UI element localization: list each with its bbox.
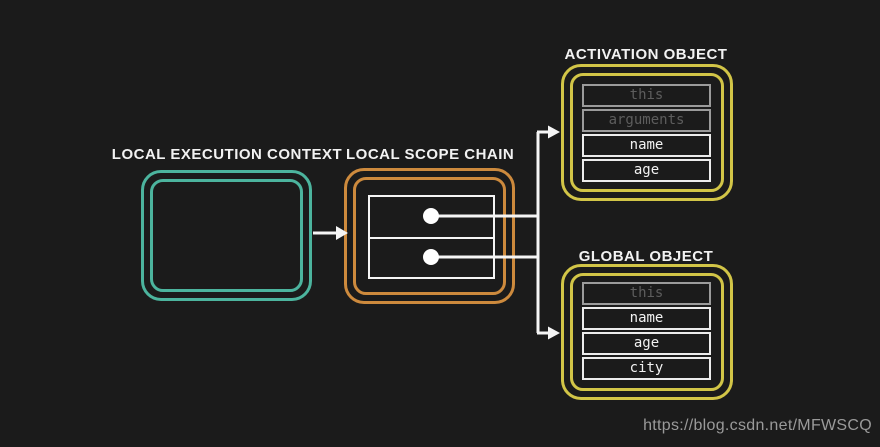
object-property-row: city bbox=[582, 357, 711, 380]
activation-object-property-table: this arguments name age bbox=[582, 84, 711, 184]
local-scope-chain-inner-box bbox=[353, 177, 506, 295]
local-execution-context-box bbox=[141, 170, 312, 301]
global-object-label: GLOBAL OBJECT bbox=[578, 248, 714, 265]
watermark-url: https://blog.csdn.net/MFWSCQ bbox=[643, 417, 872, 434]
object-property-row: age bbox=[582, 159, 711, 182]
local-execution-context-inner-box bbox=[150, 179, 303, 292]
object-property-row: name bbox=[582, 307, 711, 330]
scope-to-activation-arrow bbox=[537, 125, 560, 139]
object-property-row: age bbox=[582, 332, 711, 355]
global-object-inner-box bbox=[570, 273, 724, 391]
global-object-box bbox=[561, 264, 733, 400]
arrowhead-icon bbox=[548, 326, 560, 340]
local-scope-chain-label: LOCAL SCOPE CHAIN bbox=[346, 146, 515, 163]
arrowhead-icon bbox=[548, 125, 560, 139]
object-property-row: this bbox=[582, 84, 711, 107]
activation-object-box bbox=[561, 64, 733, 201]
scope-chain-slot bbox=[370, 237, 493, 277]
scope-chain-slot-list bbox=[368, 195, 495, 279]
scope-to-global-arrow bbox=[537, 326, 560, 340]
scope-chain-slot bbox=[370, 197, 493, 237]
context-to-scope-arrow bbox=[313, 226, 348, 240]
local-execution-context-label: LOCAL EXECUTION CONTEXT bbox=[111, 146, 343, 163]
activation-object-label: ACTIVATION OBJECT bbox=[564, 46, 728, 63]
object-property-row: name bbox=[582, 134, 711, 157]
global-object-property-table: this name age city bbox=[582, 282, 711, 382]
object-property-row: arguments bbox=[582, 109, 711, 132]
object-property-row: this bbox=[582, 282, 711, 305]
activation-object-inner-box bbox=[570, 73, 724, 192]
